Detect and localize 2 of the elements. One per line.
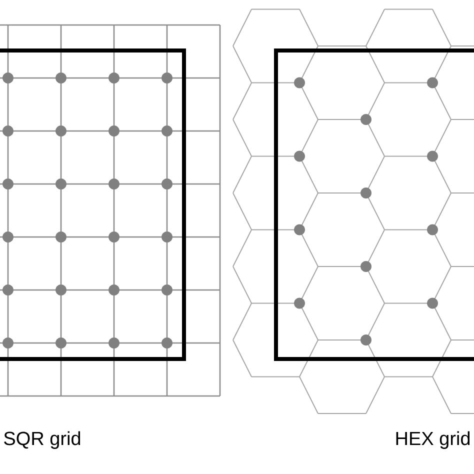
caption: SQR grid (4, 431, 80, 449)
caption: HEX grid (396, 431, 470, 449)
